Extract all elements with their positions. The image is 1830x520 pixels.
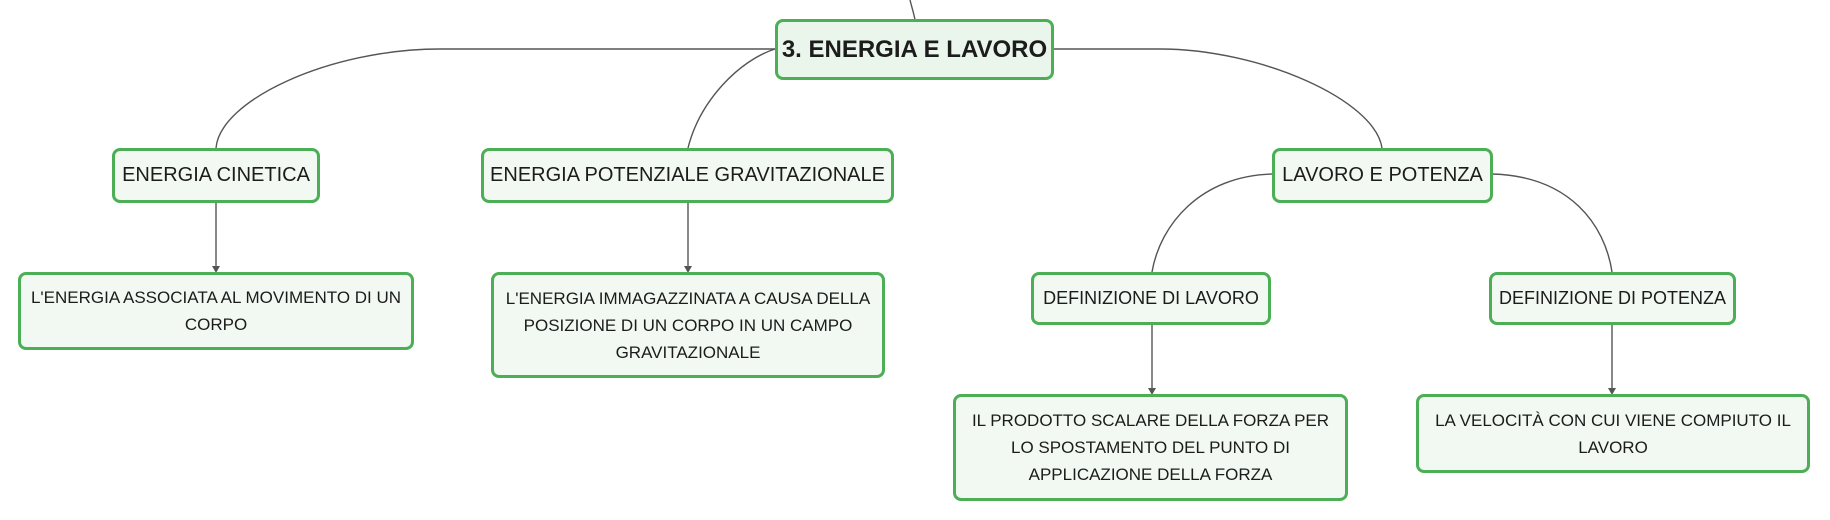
potenza-definition-text: LA VELOCITÀ CON CUI VIENE COMPIUTO IL LA… <box>1435 410 1791 457</box>
connector-lavoro-potenza-to-def-potenza <box>1491 173 1613 273</box>
arrowhead <box>1148 388 1156 395</box>
arrowhead <box>212 266 220 273</box>
energia-potenziale-definition-node[interactable]: L'ENERGIA IMMAGAZZINATA A CAUSA DELLA PO… <box>491 272 885 378</box>
definizione-lavoro-label: DEFINIZIONE DI LAVORO <box>1043 288 1259 308</box>
connector-root-to-energia-potenziale <box>687 48 776 149</box>
energia-cinetica-node[interactable]: ENERGIA CINETICA <box>112 148 320 203</box>
connector-lavoro-potenza-to-def-lavoro <box>1151 173 1273 273</box>
root-node[interactable]: 3. ENERGIA E LAVORO <box>775 19 1054 80</box>
definizione-lavoro-node[interactable]: DEFINIZIONE DI LAVORO <box>1031 272 1271 325</box>
arrowhead <box>1608 388 1616 395</box>
lavoro-definition-text-node[interactable]: IL PRODOTTO SCALARE DELLA FORZA PER LO S… <box>953 394 1348 501</box>
lavoro-potenza-label: LAVORO E POTENZA <box>1282 164 1483 186</box>
definizione-potenza-node[interactable]: DEFINIZIONE DI POTENZA <box>1489 272 1736 325</box>
lavoro-definition-text: IL PRODOTTO SCALARE DELLA FORZA PER LO S… <box>971 411 1330 484</box>
lavoro-potenza-node[interactable]: LAVORO E POTENZA <box>1272 148 1493 203</box>
definizione-potenza-label: DEFINIZIONE DI POTENZA <box>1498 288 1726 308</box>
connector-parent-to-root <box>909 0 916 21</box>
connector-root-to-energia-cinetica <box>215 48 775 149</box>
energia-cinetica-definition-node[interactable]: L'ENERGIA ASSOCIATA AL MOVIMENTO DI UN C… <box>18 272 414 350</box>
energia-cinetica-definition-text: L'ENERGIA ASSOCIATA AL MOVIMENTO DI UN C… <box>30 288 402 334</box>
energia-potenziale-label: ENERGIA POTENZIALE GRAVITAZIONALE <box>490 164 885 186</box>
potenza-definition-text-node[interactable]: LA VELOCITÀ CON CUI VIENE COMPIUTO IL LA… <box>1416 394 1810 473</box>
root-node-label: 3. ENERGIA E LAVORO <box>781 35 1048 63</box>
energia-potenziale-node[interactable]: ENERGIA POTENZIALE GRAVITAZIONALE <box>481 148 894 203</box>
energia-cinetica-label: ENERGIA CINETICA <box>122 164 310 186</box>
energia-potenziale-definition-text: L'ENERGIA IMMAGAZZINATA A CAUSA DELLA PO… <box>505 288 871 362</box>
arrowhead <box>684 266 692 273</box>
connector-root-to-lavoro-potenza <box>1053 48 1383 149</box>
